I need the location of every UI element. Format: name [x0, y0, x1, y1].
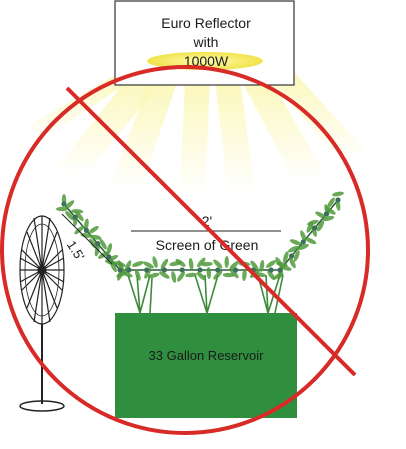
bud: [61, 201, 67, 207]
leaf: [160, 258, 169, 270]
leaf: [89, 234, 102, 240]
leaf: [134, 269, 141, 281]
screen-of-green: [56, 191, 344, 283]
leaf: [74, 225, 85, 235]
leaf: [88, 225, 99, 234]
leaf: [117, 260, 124, 272]
reflector-title: Euro Reflector: [161, 15, 251, 31]
leaf: [283, 251, 289, 263]
bud: [106, 254, 112, 260]
leaf: [259, 260, 265, 272]
bud: [289, 253, 295, 259]
leaf: [289, 257, 296, 269]
leaf: [65, 210, 74, 221]
leaf: [175, 258, 186, 267]
bud: [323, 211, 329, 217]
leaf: [297, 243, 309, 251]
leaf: [200, 261, 213, 267]
bud: [215, 267, 221, 273]
euro-reflector: Euro Reflector with 1000W: [114, 0, 295, 86]
leaf: [250, 260, 259, 271]
leaf: [188, 258, 194, 270]
bud: [144, 267, 150, 273]
leaf: [177, 271, 185, 282]
fan-icon: [19, 215, 65, 412]
leaf: [229, 268, 239, 279]
leaf: [307, 219, 319, 226]
leaf: [327, 197, 335, 208]
bud: [233, 267, 239, 273]
reflector-wattage: 1000W: [184, 53, 229, 69]
leaf: [132, 261, 144, 267]
leaf: [197, 257, 206, 268]
bud: [197, 267, 203, 273]
bud: [72, 214, 78, 220]
leaf: [159, 271, 170, 279]
leaf: [121, 271, 133, 278]
leaf: [287, 245, 299, 253]
leaf: [322, 215, 335, 222]
leaf: [75, 211, 84, 222]
leaf: [300, 230, 307, 242]
leaf: [84, 218, 89, 231]
leaf: [107, 254, 119, 262]
leaf: [152, 256, 158, 268]
leaf: [213, 259, 223, 269]
leaf: [124, 260, 132, 272]
leaf: [144, 267, 152, 279]
bud: [161, 267, 167, 273]
leaf: [272, 272, 284, 280]
bud: [179, 267, 185, 273]
bud: [95, 241, 101, 247]
leaf: [332, 191, 344, 197]
bud: [312, 225, 318, 231]
leaf: [325, 207, 336, 215]
bud: [268, 267, 274, 273]
leaf: [99, 238, 107, 250]
reservoir-label: 33 Gallon Reservoir: [149, 348, 265, 363]
leaf: [106, 243, 113, 255]
leaf: [64, 200, 75, 209]
height-label: 1.5': [64, 238, 88, 263]
leaf: [185, 272, 198, 278]
leaf: [143, 261, 154, 269]
leaf: [89, 238, 98, 249]
width-label: 2': [202, 213, 212, 229]
leaf: [280, 265, 292, 271]
leaf: [315, 211, 326, 219]
bud: [83, 227, 89, 233]
bud: [300, 239, 306, 245]
leaf: [80, 233, 93, 238]
leaf: [242, 269, 247, 281]
leaf: [275, 256, 283, 268]
leaf: [265, 260, 277, 268]
width-measurement: 2' Screen of Green: [131, 213, 281, 253]
leaf: [224, 256, 229, 268]
leaf: [222, 272, 235, 278]
bud: [117, 267, 123, 273]
reflector-with: with: [193, 34, 219, 50]
bud: [277, 267, 283, 273]
leaf: [317, 220, 325, 232]
leaf: [293, 250, 300, 262]
bud: [126, 267, 132, 273]
leaf: [206, 267, 212, 279]
leaf: [147, 272, 160, 279]
light-beams: [30, 70, 365, 195]
leaf: [71, 209, 84, 214]
leaf: [305, 237, 317, 245]
bud: [335, 197, 341, 203]
prohibition-sign: [0, 65, 370, 435]
leaf: [267, 269, 275, 281]
leaf: [171, 271, 177, 283]
leaf: [229, 261, 239, 270]
reservoir: 33 Gallon Reservoir: [115, 313, 297, 418]
leaf: [213, 270, 223, 280]
leaf: [289, 239, 302, 246]
plant-stems: [127, 274, 284, 314]
leaf: [196, 272, 207, 281]
screen-label: Screen of Green: [156, 237, 259, 253]
